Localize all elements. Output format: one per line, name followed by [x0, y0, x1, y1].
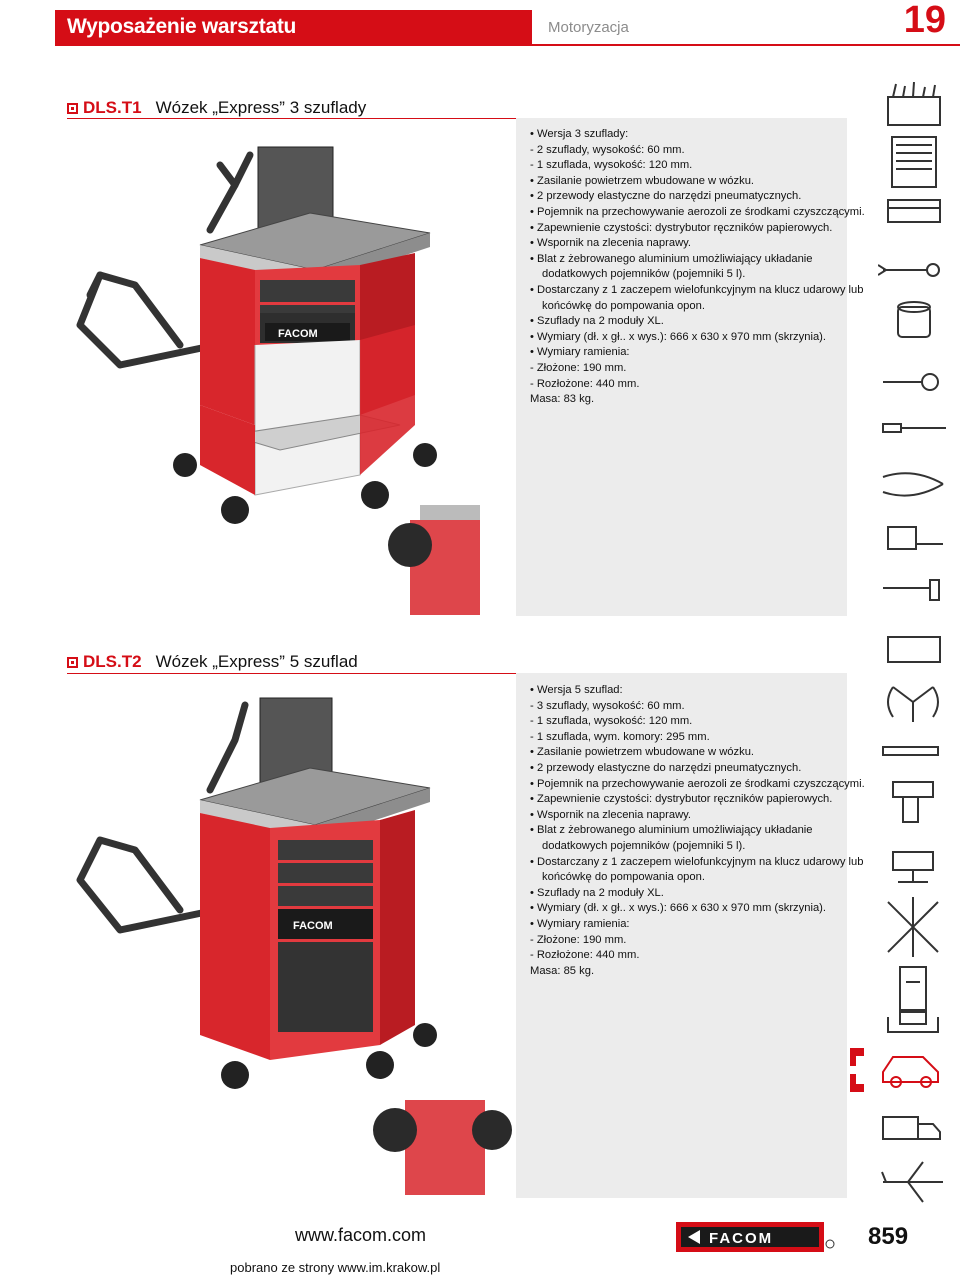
- spec-line: • Pojemnik na przechowywanie aerozoli ze…: [530, 205, 865, 218]
- spec-line: - 2 szuflady, wysokość: 60 mm.: [530, 143, 685, 156]
- puller-icon[interactable]: [887, 686, 939, 722]
- category-sidebar: [878, 82, 946, 1203]
- spec-line: • Wymiary (dł. x gł.. x wys.): 666 x 630…: [530, 902, 826, 915]
- hacksaw-icon[interactable]: [887, 636, 941, 663]
- spec-list: • Wersja 3 szuflady: - 2 szuflady, wysok…: [530, 127, 865, 408]
- spec-line: • Wspornik na zlecenia naprawy.: [530, 808, 692, 821]
- spec-line: - 3 szuflady, wysokość: 60 mm.: [530, 699, 685, 712]
- product-code: DLS.T1: [83, 98, 142, 117]
- spec-line: • Zasilanie powietrzem wbudowane w wózku…: [530, 746, 755, 759]
- section-divider: [67, 118, 847, 119]
- spec-line: • Zapewnienie czystości: dystrybutor ręc…: [530, 793, 833, 806]
- spec-line: • Wersja 5 szuflad:: [530, 684, 623, 696]
- spec-line: • Dostarczany z 1 zaczepem wielofunkcyjn…: [530, 283, 864, 296]
- spec-line: • Szuflady na 2 moduły XL.: [530, 886, 664, 899]
- spec-line: końcówkę do pompowania opon.: [542, 871, 705, 884]
- spec-list: • Wersja 5 szuflad: - 3 szuflady, wysoko…: [530, 683, 865, 979]
- hammer-icon[interactable]: [883, 579, 940, 601]
- page-number: 859: [868, 1223, 909, 1250]
- cart-5-drawers-image: FACOM: [76, 697, 512, 1195]
- header-divider: [55, 44, 960, 46]
- wrench-icon[interactable]: [878, 263, 940, 277]
- spec-line: • Blat z żebrowanego aluminium umożliwia…: [530, 252, 813, 265]
- tape-measure-icon[interactable]: [887, 526, 943, 550]
- logo-text: FACOM: [709, 1230, 773, 1247]
- spec-line: • Blat z żebrowanego aluminium umożliwia…: [530, 824, 813, 837]
- spec-line: • Wymiary (dł. x gł.. x wys.): 666 x 630…: [530, 330, 826, 343]
- spec-line: • Szuflady na 2 moduły XL.: [530, 315, 664, 328]
- product-title: DLS.T2 Wózek „Express” 5 szuflad: [67, 652, 358, 672]
- website-link[interactable]: www.facom.com: [295, 1225, 427, 1245]
- pliers-icon[interactable]: [882, 472, 944, 497]
- section-title-bar: Wyposażenie warsztatu: [55, 10, 532, 44]
- spec-line: • Pojemnik na przechowywanie aerozoli ze…: [530, 777, 865, 790]
- spec-line: • Wersja 3 szuflady:: [530, 128, 629, 140]
- spec-line: • Wymiary ramienia:: [530, 917, 630, 930]
- vise-icon[interactable]: [892, 851, 934, 883]
- spec-line: • Wymiary ramienia:: [530, 346, 630, 359]
- spec-line: • Zasilanie powietrzem wbudowane w wózku…: [530, 174, 755, 187]
- spec-line: - 1 szuflada, wysokość: 120 mm.: [530, 159, 693, 172]
- spec-line: dodatkowych pojemników (pojemniki 5 l).: [542, 839, 746, 852]
- svg-text:FACOM: FACOM: [278, 328, 318, 340]
- ratchet-icon[interactable]: [883, 373, 939, 391]
- storage-drawer-icon[interactable]: [887, 199, 941, 223]
- section-number: 19: [903, 0, 946, 41]
- cart-3-drawers-image: FACOM: [76, 146, 480, 615]
- spec-line: • Dostarczany z 1 zaczepem wielofunkcyjn…: [530, 855, 864, 868]
- section-number-box: 19: [847, 0, 960, 44]
- spec-line: końcówkę do pompowania opon.: [542, 299, 705, 312]
- bullet-icon: [67, 103, 78, 114]
- car-icon[interactable]: [882, 1056, 939, 1088]
- spec-line: • 2 przewody elastyczne do narzędzi pneu…: [530, 761, 802, 774]
- electrical-fuse-icon[interactable]: [899, 966, 927, 1013]
- impact-wrench-icon[interactable]: [892, 781, 934, 823]
- bullet-icon: [67, 657, 78, 668]
- category-bar: Motoryzacja: [532, 10, 847, 44]
- tool-box-icon[interactable]: [887, 82, 941, 126]
- spec-line: Masa: 83 kg.: [530, 393, 595, 406]
- spec-line: - Złożone: 190 mm.: [530, 361, 627, 374]
- spec-line: - 1 szuflada, wym. komory: 295 mm.: [530, 730, 710, 743]
- product-code: DLS.T2: [83, 652, 142, 671]
- spec-line: - 1 szuflada, wysokość: 120 mm.: [530, 715, 693, 728]
- facom-logo: FACOM: [676, 1222, 835, 1252]
- truck-icon[interactable]: [882, 1116, 941, 1140]
- spec-panel: [516, 118, 847, 616]
- spec-line: • Zapewnienie czystości: dystrybutor ręc…: [530, 221, 833, 234]
- screwdriver-icon[interactable]: [882, 423, 946, 433]
- airplane-icon[interactable]: [881, 1161, 943, 1203]
- safety-glasses-icon[interactable]: [887, 897, 939, 957]
- spec-line: - Złożone: 190 mm.: [530, 933, 627, 946]
- spec-panel: [516, 673, 847, 1198]
- spec-line: - Rozłożone: 440 mm.: [530, 949, 640, 962]
- source-note: pobrano ze strony www.im.krakow.pl: [230, 1260, 441, 1275]
- spec-line: - Rozłożone: 440 mm.: [530, 377, 640, 390]
- product-title: DLS.T1 Wózek „Express” 3 szuflady: [67, 98, 366, 118]
- spec-line: • Wspornik na zlecenia naprawy.: [530, 237, 692, 250]
- section-divider: [67, 673, 847, 674]
- svg-text:FACOM: FACOM: [293, 920, 333, 932]
- socket-icon[interactable]: [897, 301, 931, 338]
- spec-line: dodatkowych pojemników (pojemniki 5 l).: [542, 268, 746, 281]
- tool-cabinet-icon[interactable]: [891, 136, 937, 188]
- torque-wrench-icon[interactable]: [882, 746, 939, 756]
- clamp-icon[interactable]: [887, 1009, 939, 1033]
- category-label: Motoryzacja: [548, 19, 629, 36]
- spec-line: • 2 przewody elastyczne do narzędzi pneu…: [530, 190, 802, 203]
- active-category-marker: [850, 1048, 864, 1092]
- product-name: Wózek „Express” 3 szuflady: [155, 98, 367, 117]
- section-title: Wyposażenie warsztatu: [67, 15, 297, 38]
- spec-line: Masa: 85 kg.: [530, 964, 595, 977]
- product-name: Wózek „Express” 5 szuflad: [155, 652, 358, 671]
- page-header: Wyposażenie warsztatu Motoryzacja 19: [0, 0, 960, 48]
